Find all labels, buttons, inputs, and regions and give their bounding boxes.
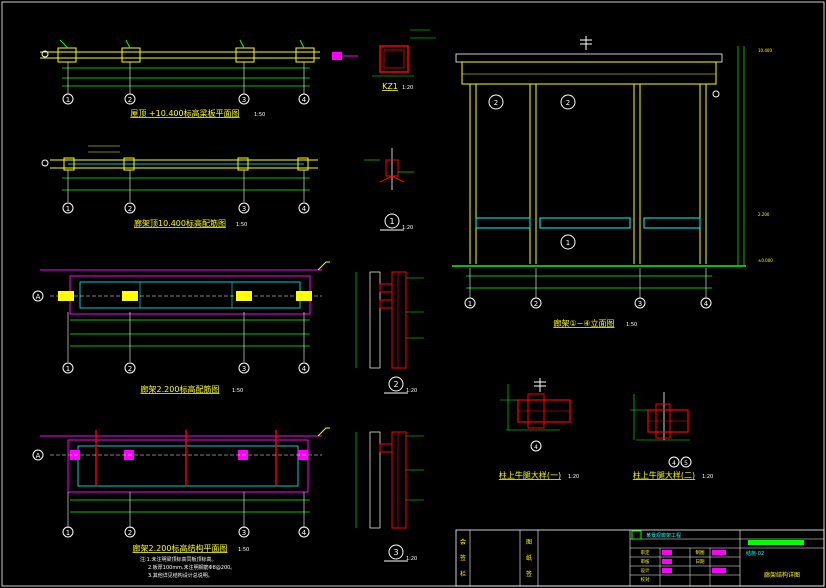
plan-lower-rebar-axes: A 1 2 3 4: [32, 290, 310, 374]
svg-text:10.400: 10.400: [758, 48, 772, 53]
svg-text:4: 4: [672, 460, 676, 467]
svg-text:1: 1: [66, 96, 70, 104]
svg-text:4: 4: [302, 96, 307, 104]
plan-lower-structure-axes: A 1 2 3 4: [32, 449, 310, 538]
plan-roof-rebar-axes: 1 2 3 4: [62, 202, 310, 214]
svg-text:审定: 审定: [641, 549, 650, 556]
title-block-left-labels: 会 签 栏 图 纸 签: [460, 538, 532, 578]
svg-text:日期: 日期: [696, 559, 705, 565]
elevation-view: [452, 36, 746, 298]
svg-text:2: 2: [494, 99, 498, 107]
svg-text:设计: 设计: [641, 567, 650, 574]
title-plan-lower-structure: 廊架2.200标高结构平面图: [133, 543, 228, 553]
title-block-sheet-name: 廊架结构详图: [764, 571, 800, 579]
detail-2-scale: 1:20: [406, 388, 417, 394]
svg-text:3: 3: [638, 300, 642, 308]
title-plan-roof-rebar: 廊架顶10.400标高配筋图: [134, 218, 226, 228]
scale-elevation: 1:50: [626, 322, 637, 328]
scale-plan-lower-rebar: 1:50: [232, 388, 243, 394]
svg-text:会: 会: [460, 538, 466, 546]
svg-text:栏: 栏: [460, 570, 466, 578]
svg-text:2.板厚100mm,未注明钢筋Φ8@200。: 2.板厚100mm,未注明钢筋Φ8@200。: [148, 564, 235, 571]
plan-lower-rebar: [40, 261, 330, 362]
svg-text:校对: 校对: [641, 576, 650, 583]
svg-text:2: 2: [128, 365, 132, 373]
title-plan-roof: 屋顶 +10.400标高梁板平面图: [130, 108, 239, 118]
svg-text:1: 1: [66, 529, 70, 537]
title-plan-lower-rebar: 廊架2.200标高配筋图: [141, 384, 220, 394]
notes: 注:1.未注明梁顶标高同板顶标高。 2.板厚100mm,未注明钢筋Φ8@200。…: [140, 556, 235, 579]
svg-text:1: 1: [66, 205, 70, 213]
title-block-drawing-no: 结施-02: [746, 550, 764, 557]
scale-bracket-2: 1:20: [702, 474, 713, 480]
plan-roof: [40, 39, 320, 94]
bracket-detail-1: 4: [500, 378, 571, 452]
elevation-section-marks: 2 2 1: [488, 90, 720, 250]
svg-text:2: 2: [128, 529, 132, 537]
title-bracket-1: 柱上牛腿大样(一): [499, 470, 561, 480]
svg-text:A: A: [36, 452, 41, 460]
scale-plan-roof-rebar: 1:50: [236, 222, 247, 228]
svg-text:3: 3: [242, 96, 246, 104]
column-section-kz1: [332, 29, 436, 77]
svg-text:3.其他详见结构设计总说明。: 3.其他详见结构设计总说明。: [148, 572, 213, 579]
title-elevation: 廊架①~④立面图: [553, 318, 614, 328]
svg-text:2: 2: [534, 300, 538, 308]
scale-plan-lower-structure: 1:50: [238, 547, 249, 553]
svg-text:签: 签: [460, 554, 466, 562]
svg-text:4: 4: [302, 205, 307, 213]
svg-text:5: 5: [684, 460, 688, 467]
scale-kz1: 1:20: [402, 85, 413, 91]
svg-text:1: 1: [468, 300, 472, 308]
detail-2: [355, 271, 424, 394]
elevation-levels: 10.400 2.200 ±0.000: [758, 48, 773, 263]
scale-plan-roof: 1:50: [254, 112, 265, 118]
detail-3-scale: 1:20: [406, 556, 417, 562]
scale-bracket-1: 1:20: [568, 474, 579, 480]
svg-text:1: 1: [66, 365, 70, 373]
svg-text:2: 2: [128, 96, 132, 104]
svg-text:A: A: [36, 293, 41, 301]
detail-1-number: 1: [389, 217, 394, 226]
detail-3-number: 3: [393, 548, 398, 557]
svg-text:4: 4: [302, 365, 307, 373]
title-kz1: KZ1: [382, 82, 398, 91]
elevation-axes: 1 2 3 4: [464, 297, 712, 309]
svg-text:3: 3: [242, 365, 246, 373]
svg-text:4: 4: [302, 529, 307, 537]
detail-3: [355, 431, 424, 562]
plan-roof-rebar: [41, 145, 318, 202]
svg-text:制图: 制图: [696, 549, 705, 556]
detail-1-scale: 1:20: [402, 225, 413, 231]
svg-text:签: 签: [526, 570, 532, 578]
title-block-rows: 审定 审核 设计 校对 制图 日期: [641, 549, 705, 583]
svg-text:3: 3: [242, 205, 246, 213]
svg-text:2: 2: [128, 205, 132, 213]
title-block-project: 某景观廊架工程: [646, 532, 681, 539]
svg-text:4: 4: [704, 300, 709, 308]
svg-text:4: 4: [534, 444, 538, 451]
svg-text:3: 3: [242, 529, 246, 537]
svg-text:图: 图: [526, 539, 532, 546]
plan-roof-axes: 1 2 3 4: [62, 93, 310, 105]
title-block: [455, 529, 825, 587]
svg-text:±0.000: ±0.000: [758, 258, 773, 263]
plan-lower-structure: [40, 427, 330, 528]
svg-text:1: 1: [566, 239, 570, 247]
svg-text:纸: 纸: [526, 554, 532, 562]
detail-2-number: 2: [393, 380, 398, 389]
bracket-detail-2: 4 5: [630, 392, 692, 468]
title-bracket-2: 柱上牛腿大样(二): [633, 470, 695, 480]
svg-text:注:1.未注明梁顶标高同板顶标高。: 注:1.未注明梁顶标高同板顶标高。: [140, 556, 216, 563]
svg-text:2.200: 2.200: [758, 212, 770, 217]
svg-text:审核: 审核: [641, 558, 650, 565]
detail-1: [364, 148, 414, 231]
svg-text:2: 2: [566, 99, 570, 107]
